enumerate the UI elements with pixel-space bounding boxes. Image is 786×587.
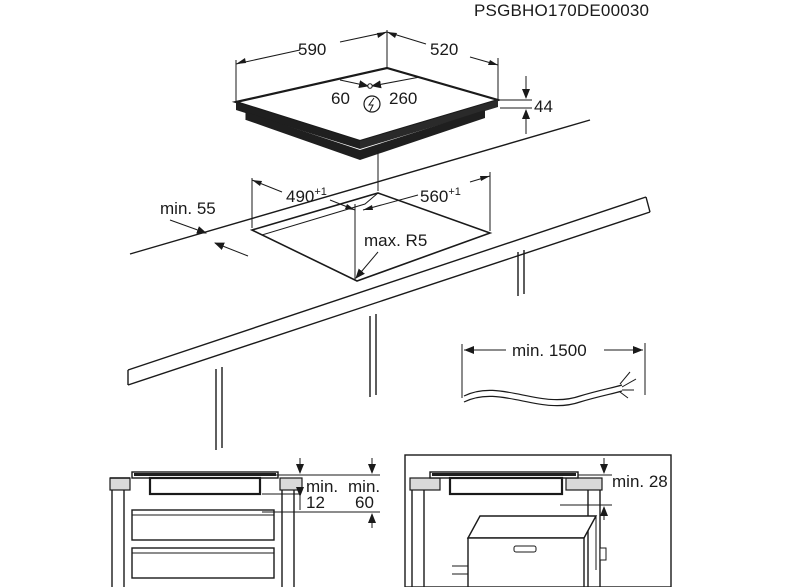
lightning-icon <box>363 95 381 113</box>
hob-front-edge <box>236 102 360 149</box>
worktop-drawing: 490+1 560+1 min. 55 max. R5 <box>127 119 651 450</box>
hob-depth-dimension: 520 <box>430 40 458 59</box>
section-right-drawing: min. 28 <box>404 454 672 587</box>
connection-offset-right: 260 <box>389 89 417 108</box>
cutout-depth-dimension: 560+1 <box>420 186 461 206</box>
cable-length-dimension: min. 1500 <box>512 341 587 360</box>
left-gap-bottom-label: min. <box>348 477 380 496</box>
cable-drawing: min. 1500 <box>461 341 646 407</box>
left-gap-bottom-value: 60 <box>355 493 374 512</box>
edge-distance-dimension: min. 55 <box>160 199 216 218</box>
hob-body <box>246 110 485 160</box>
section-left-drawing: min. 12 min. 60 <box>109 458 380 587</box>
power-cable <box>463 384 623 401</box>
worktop-cutout <box>249 192 493 282</box>
left-gap-top-label: min. <box>306 477 338 496</box>
hob-width-dimension: 590 <box>298 40 326 59</box>
hob-drawing: 60 260 590 520 44 <box>231 30 553 160</box>
right-clearance-dimension: min. 28 <box>612 472 668 491</box>
corner-radius-note: max. R5 <box>364 231 427 250</box>
hob-right-edge <box>360 100 498 149</box>
drawing-code: PSGBHO170DE00030 <box>474 1 649 20</box>
connection-point <box>367 83 373 89</box>
connection-offset-left: 60 <box>331 89 350 108</box>
oven <box>466 515 598 539</box>
hob-height-dimension: 44 <box>534 97 553 116</box>
left-gap-top-value: 12 <box>306 493 325 512</box>
cutout-width-dimension: 490+1 <box>286 186 327 206</box>
